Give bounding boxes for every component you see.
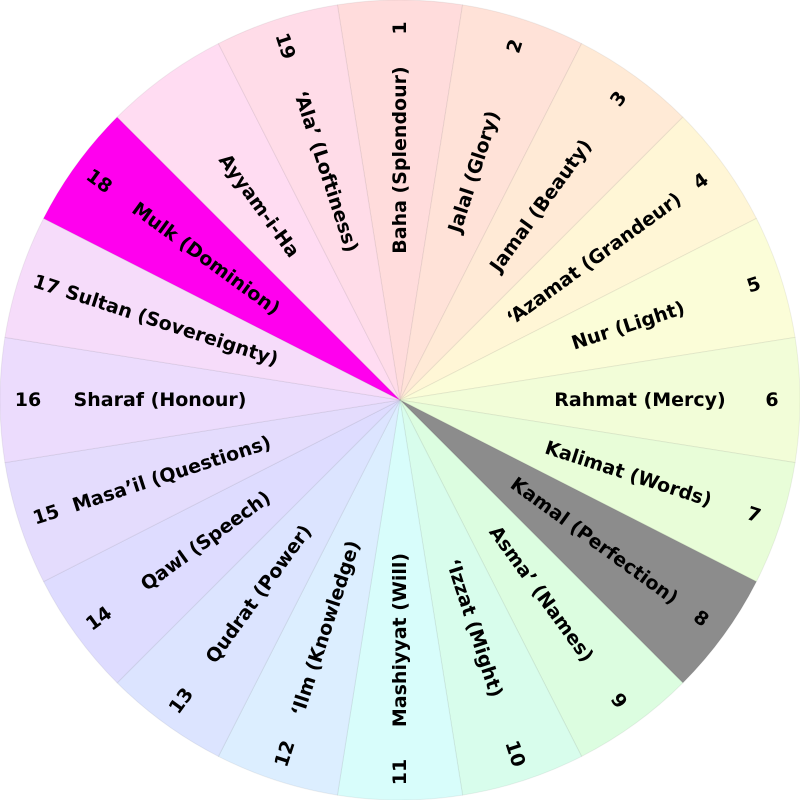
segment-label: Mashiyyat (Will) bbox=[389, 553, 411, 727]
segment-3 bbox=[399, 42, 684, 401]
segment-13 bbox=[116, 399, 401, 758]
segment-label: Rahmat (Mercy) bbox=[554, 389, 725, 411]
segment-4 bbox=[399, 116, 758, 401]
segment-number: 5 bbox=[744, 273, 763, 298]
segment-number: 6 bbox=[765, 389, 778, 411]
segment-9 bbox=[399, 399, 684, 758]
segment-1 bbox=[336, 0, 464, 401]
segment-17 bbox=[4, 217, 401, 401]
segment-8 bbox=[399, 399, 758, 684]
segment-number: 1 bbox=[389, 21, 411, 34]
segment-number: 7 bbox=[744, 502, 763, 527]
segment-number: 11 bbox=[389, 759, 411, 785]
segment-18 bbox=[42, 116, 401, 401]
segment-10 bbox=[399, 399, 583, 796]
segment-label: Sharaf (Honour) bbox=[74, 389, 247, 411]
segment-16 bbox=[0, 336, 401, 464]
segment-number: 2 bbox=[502, 37, 527, 56]
segment-15 bbox=[4, 399, 401, 583]
segment-ayyam-i-ha bbox=[116, 42, 401, 401]
segment-5 bbox=[399, 217, 796, 401]
segment-7 bbox=[399, 399, 796, 583]
segment-2 bbox=[399, 4, 583, 401]
segment-number: 16 bbox=[15, 389, 41, 411]
segment-14 bbox=[42, 399, 401, 684]
segment-19 bbox=[217, 4, 401, 401]
segment-12 bbox=[217, 399, 401, 796]
segment-label: Baha (Splendour) bbox=[389, 66, 411, 253]
